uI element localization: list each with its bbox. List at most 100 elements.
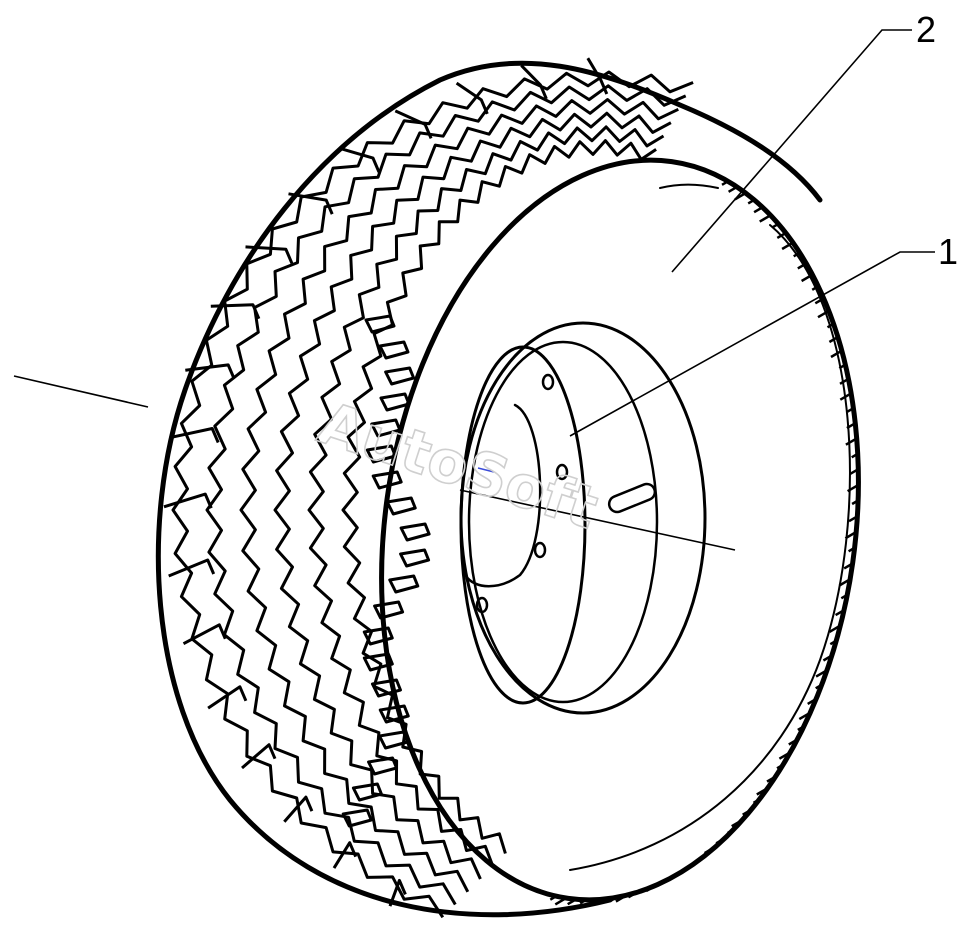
shoulder-tooth <box>615 894 628 903</box>
tread-block <box>341 808 373 828</box>
tread-lug <box>163 492 213 509</box>
shoulder-tooth <box>848 515 859 523</box>
axis-line-hub <box>459 489 736 551</box>
tread-rib <box>171 70 694 919</box>
shoulder-tooth <box>627 891 638 899</box>
tread-lug <box>388 878 407 907</box>
shoulder-tooth <box>839 392 852 401</box>
tread-lug <box>168 558 216 578</box>
tread-lug <box>207 685 248 710</box>
tread-block <box>399 522 431 542</box>
shoulder-tooth <box>826 322 835 329</box>
tread-lug <box>332 841 358 869</box>
tread-block <box>362 626 394 646</box>
tread-rib <box>205 84 687 906</box>
watermark: AutoSoft <box>311 389 606 543</box>
rim-disc <box>459 345 587 705</box>
shoulder-tooth <box>670 873 678 880</box>
tread-lug <box>455 81 489 115</box>
shoulder-tooth <box>778 751 791 760</box>
shoulder-tooth <box>807 697 817 705</box>
shoulder-tooth <box>839 377 850 385</box>
shoulder-tooth <box>756 787 769 796</box>
tread-lug <box>586 57 609 95</box>
shoulder-tooth <box>727 185 738 193</box>
valve-slot <box>607 482 657 514</box>
shoulder-tooth <box>776 231 787 239</box>
tread-lug <box>182 623 227 646</box>
shoulder-tooth <box>752 798 761 804</box>
shoulder-tooth <box>838 578 851 587</box>
shoulder-tooth <box>851 452 859 459</box>
shoulder-tooth <box>687 860 698 868</box>
shoulder-tooth <box>597 897 607 905</box>
tread-lug <box>210 303 261 320</box>
shoulder-tooth <box>731 818 744 828</box>
tread-lug <box>245 245 294 264</box>
tread-lug <box>241 743 277 770</box>
bolt-hole <box>533 541 547 559</box>
tyre-tread-pattern <box>163 57 694 919</box>
tread-block <box>378 704 410 724</box>
tread-lug <box>283 795 314 823</box>
shoulder-tooth <box>830 349 843 359</box>
shoulder-tooth <box>815 669 828 678</box>
shoulder-tooth <box>715 837 726 845</box>
shoulder-tooth <box>766 775 777 783</box>
shoulder-tooth <box>828 624 841 633</box>
tread-rib <box>341 139 657 854</box>
tread-block <box>399 548 431 568</box>
tread-lug <box>520 64 548 100</box>
tread-block <box>378 730 410 750</box>
tread-rib <box>273 111 672 880</box>
shoulder-tooth <box>829 639 837 646</box>
shoulder-tooth <box>834 609 845 617</box>
tread-block <box>384 366 416 386</box>
tread-block <box>351 782 383 802</box>
shoulder-tooth <box>640 887 648 894</box>
shoulder-tooth <box>793 251 801 258</box>
bolt-hole <box>475 596 489 614</box>
axis-line-left <box>13 375 149 408</box>
shoulder-tooth <box>609 896 618 902</box>
leader-line-rim <box>569 251 935 437</box>
shoulder-tooth <box>800 273 814 283</box>
shoulder-tooth <box>845 437 858 446</box>
shoulder-tooth <box>759 214 772 223</box>
tread-block <box>364 314 396 334</box>
tread-block <box>371 470 403 490</box>
shoulder-tooth <box>838 363 846 370</box>
axis-line-marker <box>477 467 495 473</box>
tread-lug <box>394 109 433 139</box>
shoulder-tooth <box>753 206 764 214</box>
tread-block <box>365 444 397 464</box>
tread-lug <box>338 146 381 173</box>
shoulder-tooth <box>742 808 752 816</box>
shoulder-tooth <box>657 878 668 886</box>
tyre-shoulder-serration <box>549 180 860 908</box>
shoulder-tooth <box>645 883 658 893</box>
shoulder-tooth <box>847 546 856 553</box>
rim-centre-hole <box>463 403 542 588</box>
shoulder-tooth <box>721 180 729 186</box>
shoulder-tooth <box>846 483 860 493</box>
shoulder-tooth <box>828 336 839 344</box>
tread-block <box>388 574 420 594</box>
shoulder-tooth <box>798 711 811 721</box>
tread-lug <box>169 427 220 444</box>
shoulder-tooth <box>846 407 855 413</box>
tread-rib <box>239 98 679 893</box>
bolt-hole <box>555 463 569 481</box>
shoulder-tooth <box>584 898 597 908</box>
rim-inner-flange <box>467 340 659 704</box>
shoulder-tooth <box>788 738 798 746</box>
tread-block <box>379 392 411 412</box>
shoulder-tooth <box>846 422 856 430</box>
shoulder-tooth <box>822 654 833 662</box>
shoulder-tooth <box>776 763 784 770</box>
tread-block <box>378 340 410 360</box>
shoulder-tooth <box>579 898 587 905</box>
shoulder-tooth <box>771 222 779 229</box>
callout-number-tyre: 2 <box>916 9 936 50</box>
shoulder-tooth <box>817 309 830 319</box>
